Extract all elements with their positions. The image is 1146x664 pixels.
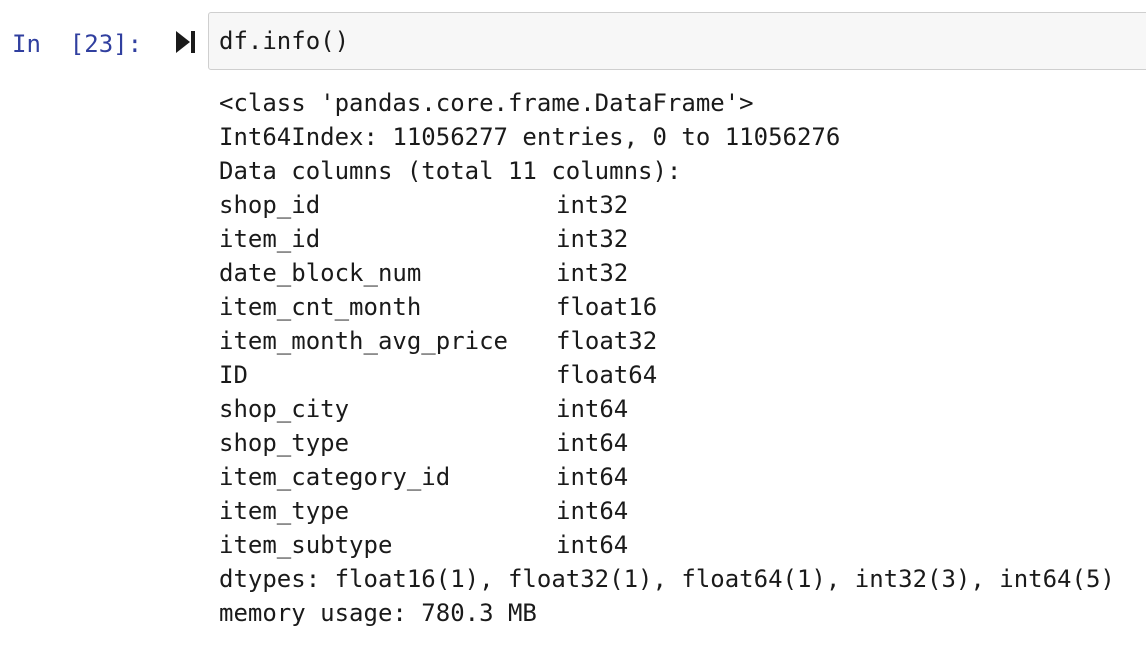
column-row: item_id int32	[219, 222, 1146, 256]
column-name: ID	[219, 361, 248, 389]
column-name: shop_type	[219, 429, 350, 457]
column-row: date_block_num int32	[219, 256, 1146, 290]
column-dtype: int64	[556, 463, 629, 491]
column-name: item_month_avg_price	[219, 327, 508, 355]
column-dtype: int32	[556, 259, 629, 287]
column-dtype: int64	[556, 497, 629, 525]
column-name: item_category_id	[219, 463, 451, 491]
column-name: date_block_num	[219, 259, 422, 287]
column-dtype: float64	[556, 361, 658, 389]
column-dtype: int64	[556, 429, 629, 457]
column-name: item_subtype	[219, 531, 393, 559]
column-row: item_month_avg_price float32	[219, 324, 1146, 358]
output-dtypes-line: dtypes: float16(1), float32(1), float64(…	[219, 565, 1115, 593]
column-name: shop_city	[219, 395, 350, 423]
column-row: shop_city int64	[219, 392, 1146, 426]
column-row: item_cnt_month float16	[219, 290, 1146, 324]
code-input-area[interactable]: df.info()	[208, 12, 1146, 70]
column-dtype: float32	[556, 327, 658, 355]
column-dtype: float16	[556, 293, 658, 321]
column-name: item_type	[219, 497, 350, 525]
column-row: item_subtype int64	[219, 528, 1146, 562]
column-dtype: int32	[556, 191, 629, 219]
column-dtype: int32	[556, 225, 629, 253]
column-row: ID float64	[219, 358, 1146, 392]
column-row: item_type int64	[219, 494, 1146, 528]
column-row: shop_id int32	[219, 188, 1146, 222]
column-dtype: int64	[556, 395, 629, 423]
column-name: item_id	[219, 225, 321, 253]
output-class-line: <class 'pandas.core.frame.DataFrame'>	[219, 89, 754, 117]
input-prompt: In [23]:	[12, 30, 143, 58]
output-columns-header: Data columns (total 11 columns):	[219, 157, 682, 185]
output-memory-line: memory usage: 780.3 MB	[219, 599, 537, 627]
run-cell-icon	[176, 31, 195, 53]
notebook-cell: In [23]: df.info() <class 'pandas.core.f…	[12, 12, 1146, 630]
column-dtype: int64	[556, 531, 629, 559]
column-name: shop_id	[219, 191, 321, 219]
column-row: shop_type int64	[219, 426, 1146, 460]
column-name: item_cnt_month	[219, 293, 422, 321]
code-text[interactable]: df.info()	[219, 27, 350, 55]
output-area: <class 'pandas.core.frame.DataFrame'> In…	[219, 86, 1146, 630]
output-index-line: Int64Index: 11056277 entries, 0 to 11056…	[219, 123, 841, 151]
run-cell-button[interactable]	[174, 29, 198, 55]
column-row: item_category_id int64	[219, 460, 1146, 494]
